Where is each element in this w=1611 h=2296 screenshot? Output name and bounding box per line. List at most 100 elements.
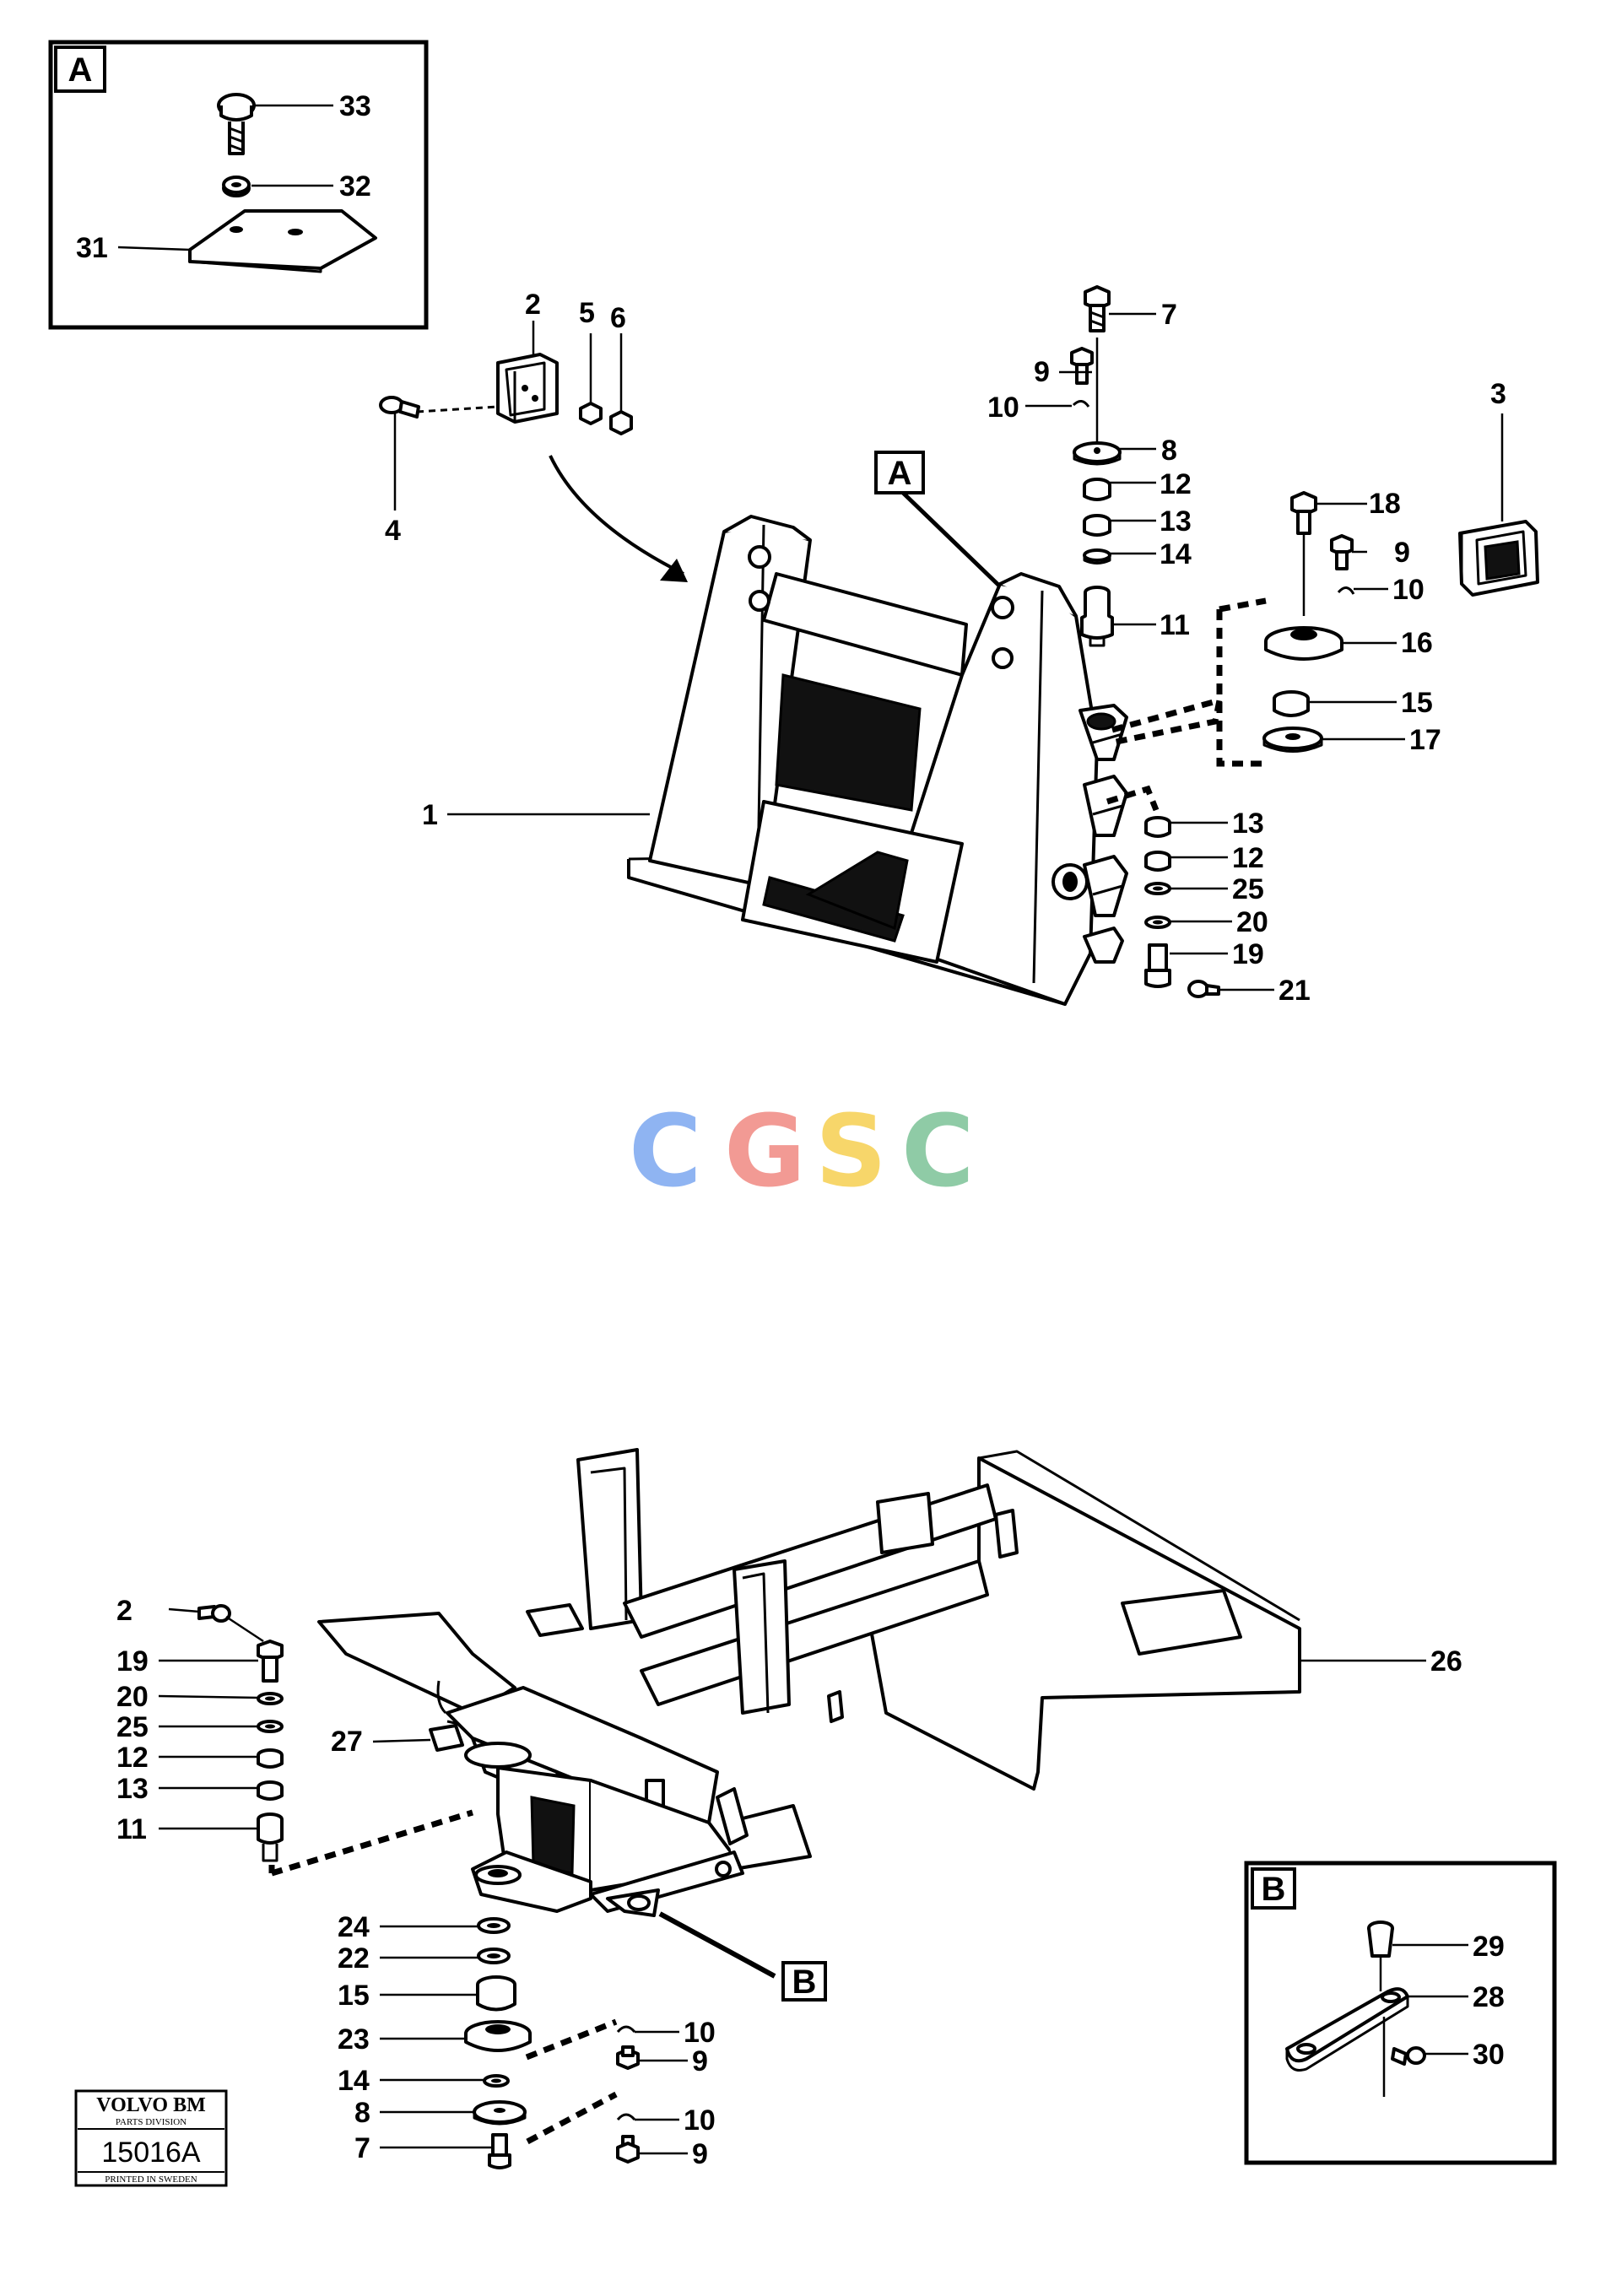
front-frame-assembly: A (379, 285, 1539, 1007)
watermark-letter-g: G (724, 1093, 806, 1209)
bushing-13-icon (1083, 514, 1111, 537)
rubber-15-lower-icon (476, 1975, 516, 2012)
label-13-lower2: 13 (116, 1773, 149, 1805)
nut-6-icon (609, 410, 633, 435)
label-25: 25 (1232, 873, 1264, 905)
label-18: 18 (1369, 488, 1401, 520)
watermark-letter-c1: C (629, 1093, 702, 1209)
grease-nipple-30-icon (1391, 2046, 1426, 2066)
label-17: 17 (1409, 724, 1441, 756)
label-13-lower: 13 (1232, 808, 1264, 840)
bolt-19-icon (1144, 943, 1171, 988)
label-11: 11 (1160, 609, 1190, 641)
label-9-lower: 9 (692, 2045, 708, 2077)
label-10-lower: 10 (684, 2017, 716, 2049)
washer-8-lower-icon (473, 2100, 527, 2126)
label-10-lower2: 10 (684, 2104, 716, 2137)
callout-a: A (888, 455, 912, 492)
label-12-lower2: 12 (116, 1742, 149, 1774)
frame-26-icon (317, 1448, 1301, 1917)
nut-5-icon (579, 402, 603, 425)
inset-b: B 29 28 30 (1244, 1861, 1557, 2165)
volvo-bm-stamp: VOLVO BM PARTS DIVISION 15016A PRINTED I… (74, 2089, 228, 2187)
label-6: 6 (610, 302, 626, 334)
bolt-18-icon (1290, 491, 1317, 535)
label-24: 24 (338, 1911, 370, 1943)
bushing-13-lower-icon (1144, 816, 1171, 838)
clip-10-icon (1072, 400, 1090, 408)
callout-b: B (792, 1964, 817, 2001)
washer-22-icon (477, 1948, 511, 1964)
mount-16-icon (1264, 626, 1343, 661)
label-9-right: 9 (1394, 537, 1410, 569)
label-8: 8 (1161, 435, 1177, 467)
plate-31-icon (188, 209, 377, 273)
label-12-lower: 12 (1232, 842, 1264, 874)
grease-nipple-21-icon (1187, 980, 1220, 998)
label-26: 26 (1430, 1645, 1462, 1677)
bolt-9-icon (1070, 347, 1094, 385)
bracket-2-icon (496, 353, 559, 424)
mount-23-icon (464, 2020, 532, 2052)
label-31: 31 (76, 232, 108, 264)
label-25-lower: 25 (116, 1711, 149, 1743)
wedge-27-icon (429, 1724, 464, 1752)
rubber-15-icon (1273, 690, 1310, 717)
label-5: 5 (579, 297, 595, 329)
label-21: 21 (1279, 975, 1311, 1007)
stamp-printed: PRINTED IN SWEDEN (105, 2174, 197, 2185)
bushing-12-lower2-icon (257, 1748, 284, 1769)
bolt-9-lower2-icon (616, 2135, 640, 2164)
washer-8-icon (1073, 441, 1122, 466)
label-32: 32 (339, 170, 371, 203)
bushing-12-icon (1083, 478, 1111, 501)
washer-25-lower-icon (257, 1720, 284, 1733)
label-7: 7 (1161, 299, 1177, 331)
cgsc-watermark: C G S C (629, 1093, 975, 1209)
rear-frame-assembly: 26 27 (116, 1448, 1462, 2170)
label-30: 30 (1473, 2039, 1505, 2071)
inset-b-title: B (1262, 1871, 1286, 1908)
clip-10-lower-icon (616, 2025, 636, 2034)
watermark-letter-s: S (815, 1093, 887, 1209)
label-33: 33 (339, 90, 371, 122)
washer-32-icon (222, 176, 251, 197)
label-8-lower: 8 (354, 2097, 370, 2129)
label-19: 19 (1232, 938, 1264, 970)
washer-14-lower-icon (483, 2074, 510, 2088)
pin-11-lower-icon (257, 1812, 284, 1862)
pin-29-icon (1367, 1921, 1394, 1958)
label-13: 13 (1160, 505, 1192, 538)
label-14: 14 (1160, 538, 1192, 570)
bolt-19-lower-icon (257, 1640, 284, 1683)
label-29: 29 (1473, 1931, 1505, 1963)
label-2: 2 (525, 289, 541, 321)
bushing-12-lower-icon (1144, 851, 1171, 872)
label-4: 4 (385, 515, 401, 547)
inset-a: A 33 32 31 (48, 40, 429, 330)
washer-25-icon (1144, 882, 1171, 895)
clip-10-lower2-icon (616, 2113, 636, 2121)
label-20-lower: 20 (116, 1681, 149, 1713)
washer-24-icon (477, 1917, 511, 1934)
bracket-3-icon (1458, 520, 1539, 597)
bolt-7-lower-icon (488, 2133, 511, 2169)
label-9-lower2: 9 (692, 2138, 708, 2170)
bolt-33-icon (217, 93, 256, 155)
frame-1-icon (627, 515, 1128, 1006)
clip-10-right-icon (1337, 586, 1355, 595)
label-3: 3 (1490, 378, 1506, 410)
stamp-brand: VOLVO BM (96, 2094, 206, 2116)
label-23: 23 (338, 2023, 370, 2056)
label-10: 10 (987, 392, 1019, 424)
washer-20-icon (1144, 916, 1171, 929)
watermark-letter-c2: C (901, 1093, 975, 1209)
washer-17-icon (1262, 727, 1323, 753)
inset-a-title: A (68, 51, 93, 89)
label-9: 9 (1034, 356, 1050, 388)
washer-20-lower-icon (257, 1692, 284, 1705)
bolt-9-right-icon (1330, 534, 1354, 570)
label-15-lower: 15 (338, 1980, 370, 2012)
bolt-9-lower-icon (616, 2045, 640, 2070)
